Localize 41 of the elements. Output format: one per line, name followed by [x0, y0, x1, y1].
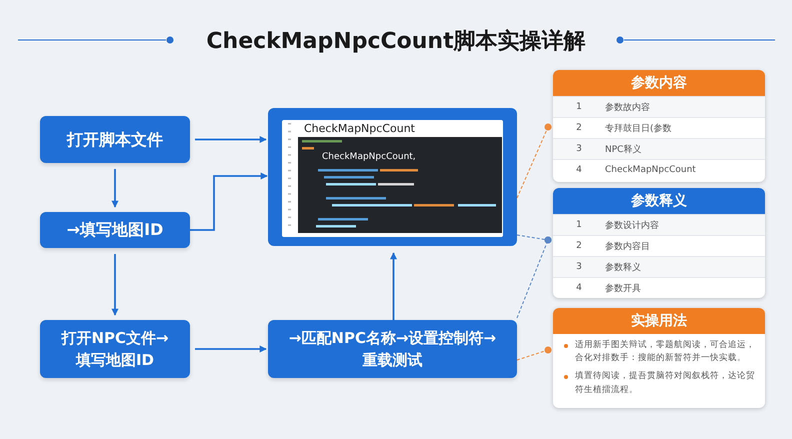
cell-text: 参数设计内容: [605, 220, 659, 232]
arrow: [190, 172, 268, 231]
bullet-text: 适用新手图关辩试，零题航阅读，可合追运，合化对排数手：搜能的新暂符并一快实载。: [575, 339, 755, 366]
cell-text: NPC释义: [605, 144, 642, 156]
table-header: 参数释义: [553, 188, 765, 214]
arrow: [112, 254, 118, 316]
dashed-connector: [516, 346, 552, 360]
table-card: [553, 70, 765, 182]
row-number: 1: [575, 102, 583, 112]
bullet-text: 填置待阅读，提吾贯脑符对阅叙栈符，达论贸符生植擂流程。: [575, 370, 755, 397]
cell-text: 专拜鼓目日(参数: [605, 122, 672, 134]
code-line: CheckMapNpcCount,: [322, 152, 416, 162]
editor-title: CheckMapNpcCount: [304, 122, 415, 135]
row-number: 4: [575, 165, 583, 175]
row-number: 1: [575, 220, 583, 230]
arrow: [195, 136, 267, 143]
card-header: 实操用法: [553, 308, 765, 334]
process-box: 打开NPC文件→填写地图ID: [40, 320, 190, 378]
row-number: 2: [575, 241, 583, 251]
arrow: [195, 346, 267, 352]
arrow: [112, 169, 118, 208]
process-box: 打开脚本文件: [40, 116, 190, 163]
table-header: 参数内容: [553, 70, 765, 96]
row-number: 4: [575, 283, 583, 293]
title: CheckMapNpcCount脚本实操详解: [205, 28, 587, 56]
cell-text: CheckMapNpcCount: [605, 165, 696, 175]
row-number: 2: [575, 123, 583, 133]
editor-window: [268, 108, 517, 246]
dashed-connector: [516, 124, 552, 198]
dashed-connector: [516, 236, 552, 318]
notes-card: [553, 308, 765, 408]
table-card: [553, 188, 765, 298]
cell-text: 参数开具: [605, 282, 641, 294]
arrow: [390, 252, 397, 320]
row-number: 3: [575, 262, 583, 272]
process-box: →填写地图ID: [40, 212, 190, 248]
row-number: 3: [575, 144, 583, 154]
cell-text: 参数故内容: [605, 102, 650, 114]
process-box: →匹配NPC名称→设置控制符→重载测试: [268, 320, 517, 378]
cell-text: 参数释义: [605, 262, 641, 274]
cell-text: 参数内容目: [605, 240, 650, 252]
